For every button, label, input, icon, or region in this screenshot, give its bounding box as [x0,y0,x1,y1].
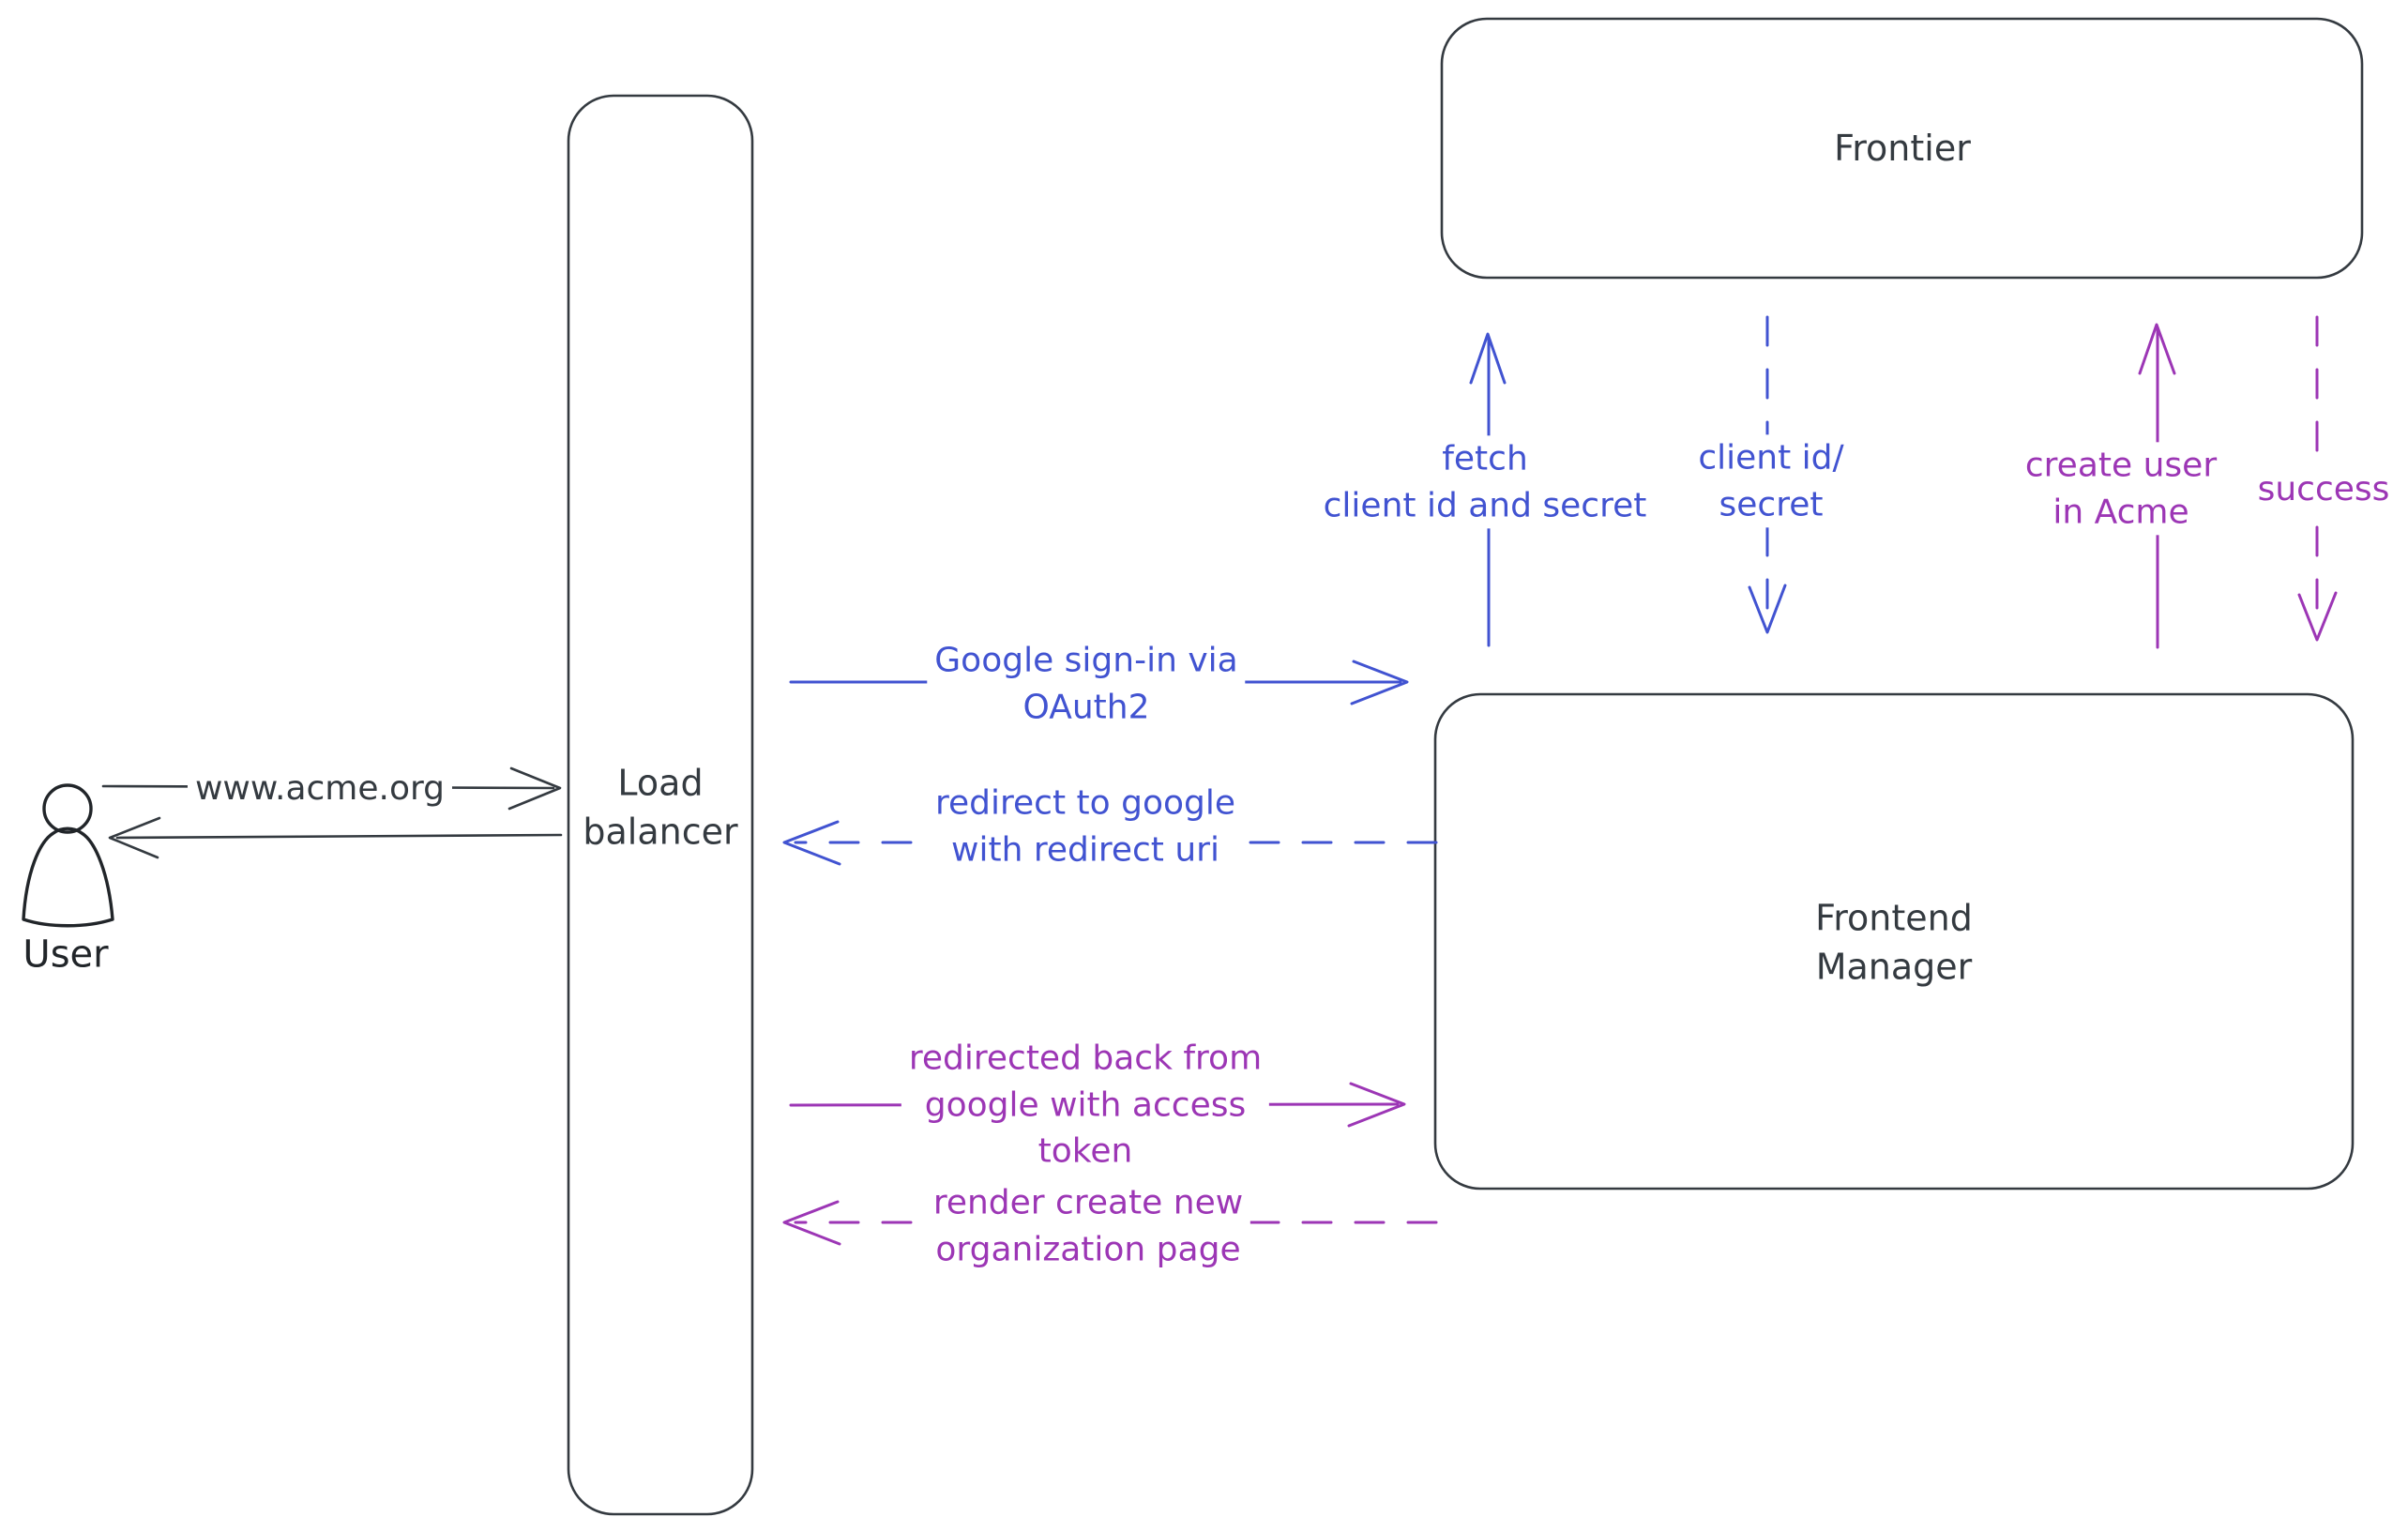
flow-label-fetch-client: fetch client id and secret [1315,435,1655,529]
arrow-client-id-secret-head [1748,584,1787,634]
frontier-box [1440,17,2364,280]
flow-label-create-user: create user in Acme [2017,442,2225,536]
arrow-create-user-head [2138,323,2176,375]
arrow-redirected-back-head [1347,1082,1406,1128]
load-balancer-box [567,94,754,1516]
frontend-manager-label: Frontend Manager [1815,897,1973,988]
flow-label-redirect-google: redirect to google with redirect uri [927,780,1244,873]
flow-label-www-acme: www.acme.org [187,766,453,812]
arrow-success-head [2297,591,2338,642]
arrow-lb-to-user-head [108,816,161,859]
frontier-label: Frontier [1834,127,1971,169]
arrow-lb-to-user-line [115,833,563,840]
load-balancer-label: Load balancer [583,762,738,853]
arrow-redirect-google-head [782,820,841,866]
user-figure-head [42,783,93,834]
arrow-render-org-head [782,1200,841,1246]
flow-label-success: success [2249,466,2398,513]
user-figure-body [22,827,114,928]
arrow-user-to-lb-head [507,766,562,811]
flow-label-client-id-secret: client id/ secret [1690,434,1852,528]
flow-label-google-signin: Google sign-in via OAuth2 [927,637,1246,731]
user-label: User [23,933,109,977]
flow-label-render-org: render create new organization page [925,1179,1251,1273]
frontend-manager-box [1433,692,2355,1191]
arrow-fetch-client-head [1469,332,1507,385]
arrow-google-signin-head [1350,660,1409,705]
flow-label-redirected-back: redirected back from google with access … [901,1035,1270,1176]
